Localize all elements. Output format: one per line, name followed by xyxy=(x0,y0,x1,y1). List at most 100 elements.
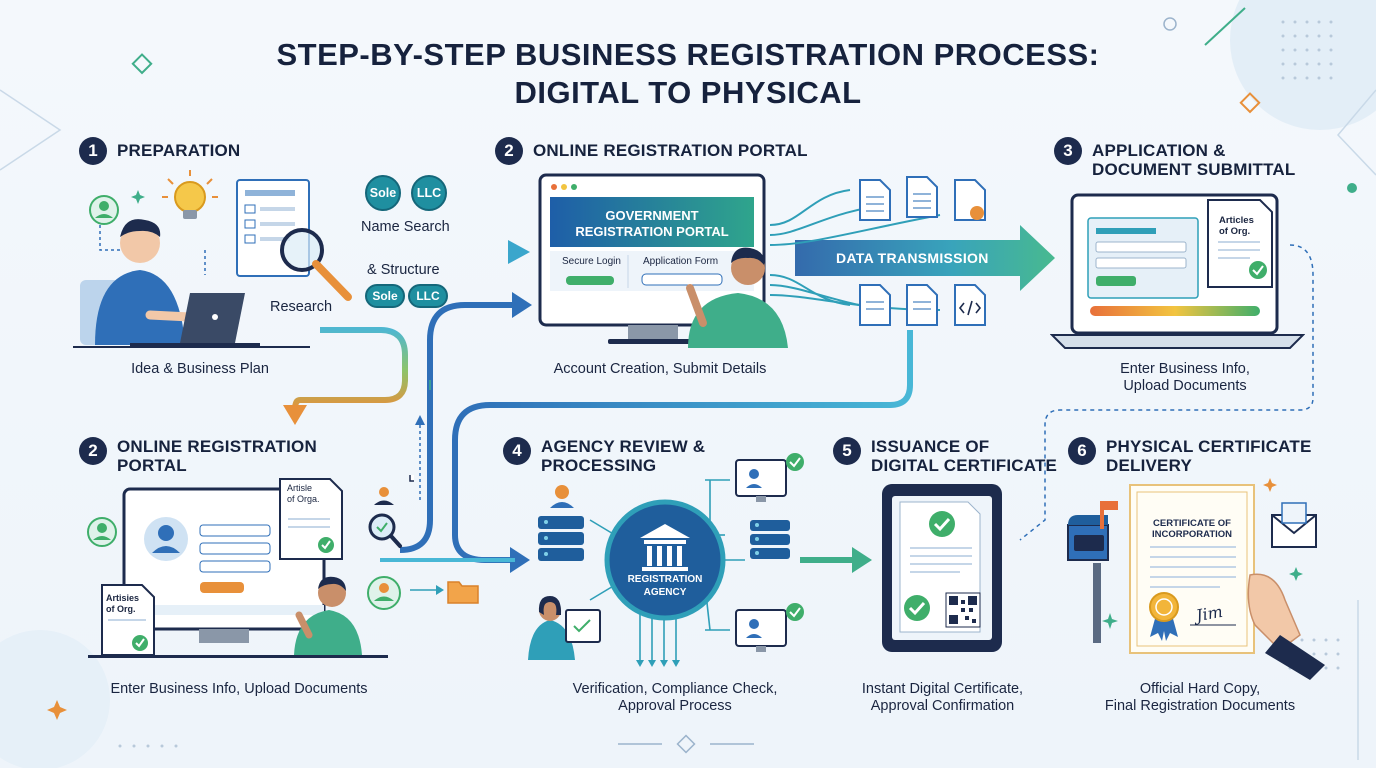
llc-badge: LLC xyxy=(411,175,447,211)
step-6-illustration xyxy=(1067,478,1325,680)
step-3-caption: Enter Business Info, Upload Documents xyxy=(1085,361,1285,395)
laptop-icon xyxy=(130,293,260,347)
articles-doc-label-line-1: Articles xyxy=(1219,215,1254,226)
flow-arrowhead xyxy=(852,547,872,573)
step-1-illustration xyxy=(73,170,352,348)
bg-dot xyxy=(1347,183,1357,193)
down-arrowheads xyxy=(636,660,680,667)
bg-line xyxy=(0,89,62,171)
page-title-line-2: DIGITAL TO PHYSICAL xyxy=(514,75,862,110)
code-icon xyxy=(954,284,986,326)
data-transmission-label: DATA TRANSMISSION xyxy=(836,250,989,266)
envelope-icon xyxy=(1271,502,1317,548)
agency-label-line-1: REGISTRATION xyxy=(627,574,703,585)
step-6-caption-line-2: Final Registration Documents xyxy=(1104,698,1296,714)
step-5-caption-line-2: Approval Confirmation xyxy=(870,698,1015,714)
step-4-title-line-2: PROCESSING xyxy=(541,456,657,475)
bottom-ornament xyxy=(618,734,754,754)
person-icon xyxy=(550,485,574,508)
submittal-laptop-icon xyxy=(1050,193,1305,349)
sparkle-icon xyxy=(47,700,67,720)
step-2b-title: ONLINE REGISTRATION PORTAL xyxy=(117,437,317,475)
certificate-title-line-1: CERTIFICATE OF xyxy=(1153,518,1231,529)
step-5-number: 5 xyxy=(833,437,861,465)
document-icon xyxy=(279,478,343,560)
artisies-doc-label-line-1: Artisies xyxy=(106,593,140,603)
bg-line xyxy=(1204,7,1246,46)
bg-blob xyxy=(1230,0,1376,130)
document-icon xyxy=(954,179,986,221)
folder-icon xyxy=(447,581,479,604)
document-icon xyxy=(906,284,938,326)
person-icon xyxy=(89,195,119,225)
step-2a-title: ONLINE REGISTRATION PORTAL xyxy=(533,141,808,160)
artisle-doc-label: Artisle of Orga. xyxy=(287,483,320,505)
bg-blob xyxy=(0,630,110,768)
step-1-number: 1 xyxy=(79,137,107,165)
flow-arrowhead xyxy=(512,292,532,318)
step-2b-title-line-1: ONLINE REGISTRATION xyxy=(117,437,317,456)
step-6-caption-line-1: Official Hard Copy, xyxy=(1139,681,1261,697)
document-icon xyxy=(859,284,891,326)
diamond-icon xyxy=(131,53,153,75)
step-6-title-line-2: DELIVERY xyxy=(1106,456,1192,475)
step-4-caption: Verification, Compliance Check, Approval… xyxy=(545,681,805,715)
magnifier-icon xyxy=(368,513,402,548)
qr-code-icon xyxy=(945,592,981,628)
sparkle-icon xyxy=(1102,613,1118,629)
flow-arrowhead xyxy=(415,415,425,425)
reviewer-monitor-icon xyxy=(735,603,804,652)
reviewer-person xyxy=(528,596,601,660)
step-4-title: AGENCY REVIEW & PROCESSING xyxy=(541,437,705,475)
structure-label: & Structure xyxy=(367,262,440,278)
flow-arrow xyxy=(399,302,515,553)
step-5-caption-line-1: Instant Digital Certificate, xyxy=(861,681,1024,697)
step-4-illustration xyxy=(528,453,804,660)
name-search-label: Name Search xyxy=(361,219,450,235)
dashed-connector xyxy=(99,225,130,251)
person-at-monitor xyxy=(294,576,362,655)
step-3-caption-line-2: Upload Documents xyxy=(1123,378,1247,394)
bg-line xyxy=(1336,89,1376,176)
person-at-laptop xyxy=(80,219,195,345)
artisle-doc-label-line-1: Artisle xyxy=(287,483,313,493)
certificate-document xyxy=(1129,484,1255,654)
agency-label: REGISTRATION AGENCY xyxy=(605,573,725,599)
step-6-title: PHYSICAL CERTIFICATE DELIVERY xyxy=(1106,437,1312,475)
step-4-number: 4 xyxy=(503,437,531,465)
step-3-number: 3 xyxy=(1054,137,1082,165)
step-2b-caption: Enter Business Info, Upload Documents xyxy=(110,681,368,697)
step-6-title-line-1: PHYSICAL CERTIFICATE xyxy=(1106,437,1312,456)
artisle-doc-label-line-2: of Orga. xyxy=(287,494,320,504)
flow-arrowhead xyxy=(510,547,530,573)
sole-pill: Sole xyxy=(365,284,405,308)
step-5-caption: Instant Digital Certificate, Approval Co… xyxy=(840,681,1045,715)
person-icon xyxy=(367,576,401,610)
flow-arrowhead xyxy=(508,240,530,264)
sole-badge: Sole xyxy=(365,175,401,211)
flow-arrow xyxy=(452,330,913,563)
bank-icon xyxy=(604,499,726,621)
step-2a-number: 2 xyxy=(495,137,523,165)
portal-monitor-icon xyxy=(538,173,788,348)
step-3-title: APPLICATION & DOCUMENT SUBMITTAL xyxy=(1092,141,1295,179)
research-label: Research xyxy=(270,299,333,315)
hand-icon xyxy=(1247,573,1325,680)
step-3-title-line-1: APPLICATION & xyxy=(1092,141,1226,160)
mailbox-icon xyxy=(1067,501,1118,643)
flow-arrow xyxy=(292,327,408,411)
sparkle-icon xyxy=(131,190,145,204)
document-icon xyxy=(409,475,414,482)
articles-doc-label: Articles of Org. xyxy=(1219,215,1254,237)
certificate-title-line-2: INCORPORATION xyxy=(1151,529,1233,540)
server-icon xyxy=(538,516,584,561)
digital-certificate-tablet-icon xyxy=(882,484,1002,652)
step-6-caption: Official Hard Copy, Final Registration D… xyxy=(1085,681,1315,715)
dashed-connector xyxy=(1019,244,1314,541)
bg-dot-grid xyxy=(118,744,178,748)
step-1-title: PREPARATION xyxy=(117,141,241,160)
step-4-caption-line-2: Approval Process xyxy=(618,698,732,714)
lightbulb-icon xyxy=(162,170,218,219)
magnifier-icon xyxy=(280,228,352,301)
